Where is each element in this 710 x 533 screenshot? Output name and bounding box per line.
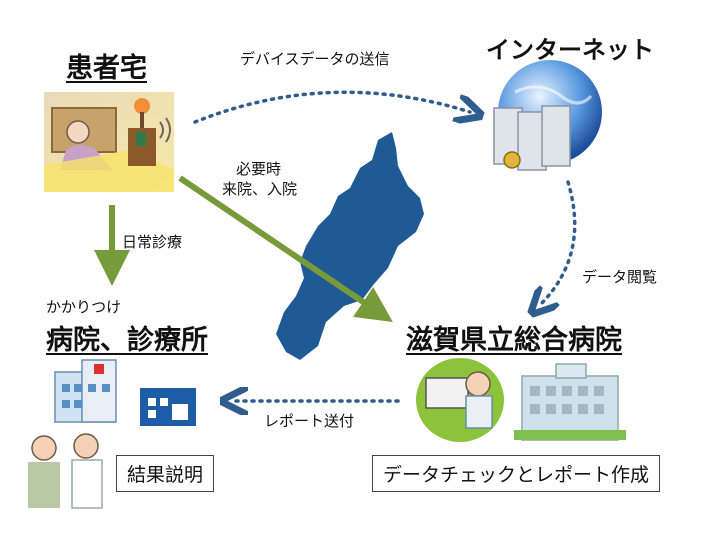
- data-view-label: データ閲覧: [582, 268, 658, 286]
- visit-label-line1: 必要時: [236, 160, 282, 178]
- internet-server-illustration: [493, 60, 602, 171]
- clinic-illustration: [54, 359, 196, 426]
- send-device-data-label: デバイスデータの送信: [240, 50, 390, 68]
- result-explain-box: 結果説明: [116, 455, 215, 492]
- home-title: 患者宅: [66, 53, 147, 84]
- patient-home-illustration: [44, 92, 174, 192]
- data-check-box: データチェックとレポート作成: [372, 455, 661, 492]
- clinic-prefix-label: かかりつけ: [46, 298, 122, 316]
- daily-care-label: 日常診療: [122, 233, 183, 251]
- hospital-title: 滋賀県立総合病院: [406, 325, 622, 356]
- hospital-illustration: [416, 358, 626, 442]
- doctor-patient-illustration: [28, 433, 103, 509]
- visit-label-line2: 来院、入院: [222, 180, 298, 198]
- send-data-arrow: [193, 90, 470, 122]
- clinic-title: 病院、診療所: [46, 325, 208, 356]
- internet-title: インターネット: [486, 36, 654, 64]
- data-view-arrow: [540, 180, 577, 305]
- visit-arrow: [178, 175, 393, 323]
- lake-biwa-shape: [276, 132, 424, 360]
- report-send-label: レポート送付: [264, 412, 355, 430]
